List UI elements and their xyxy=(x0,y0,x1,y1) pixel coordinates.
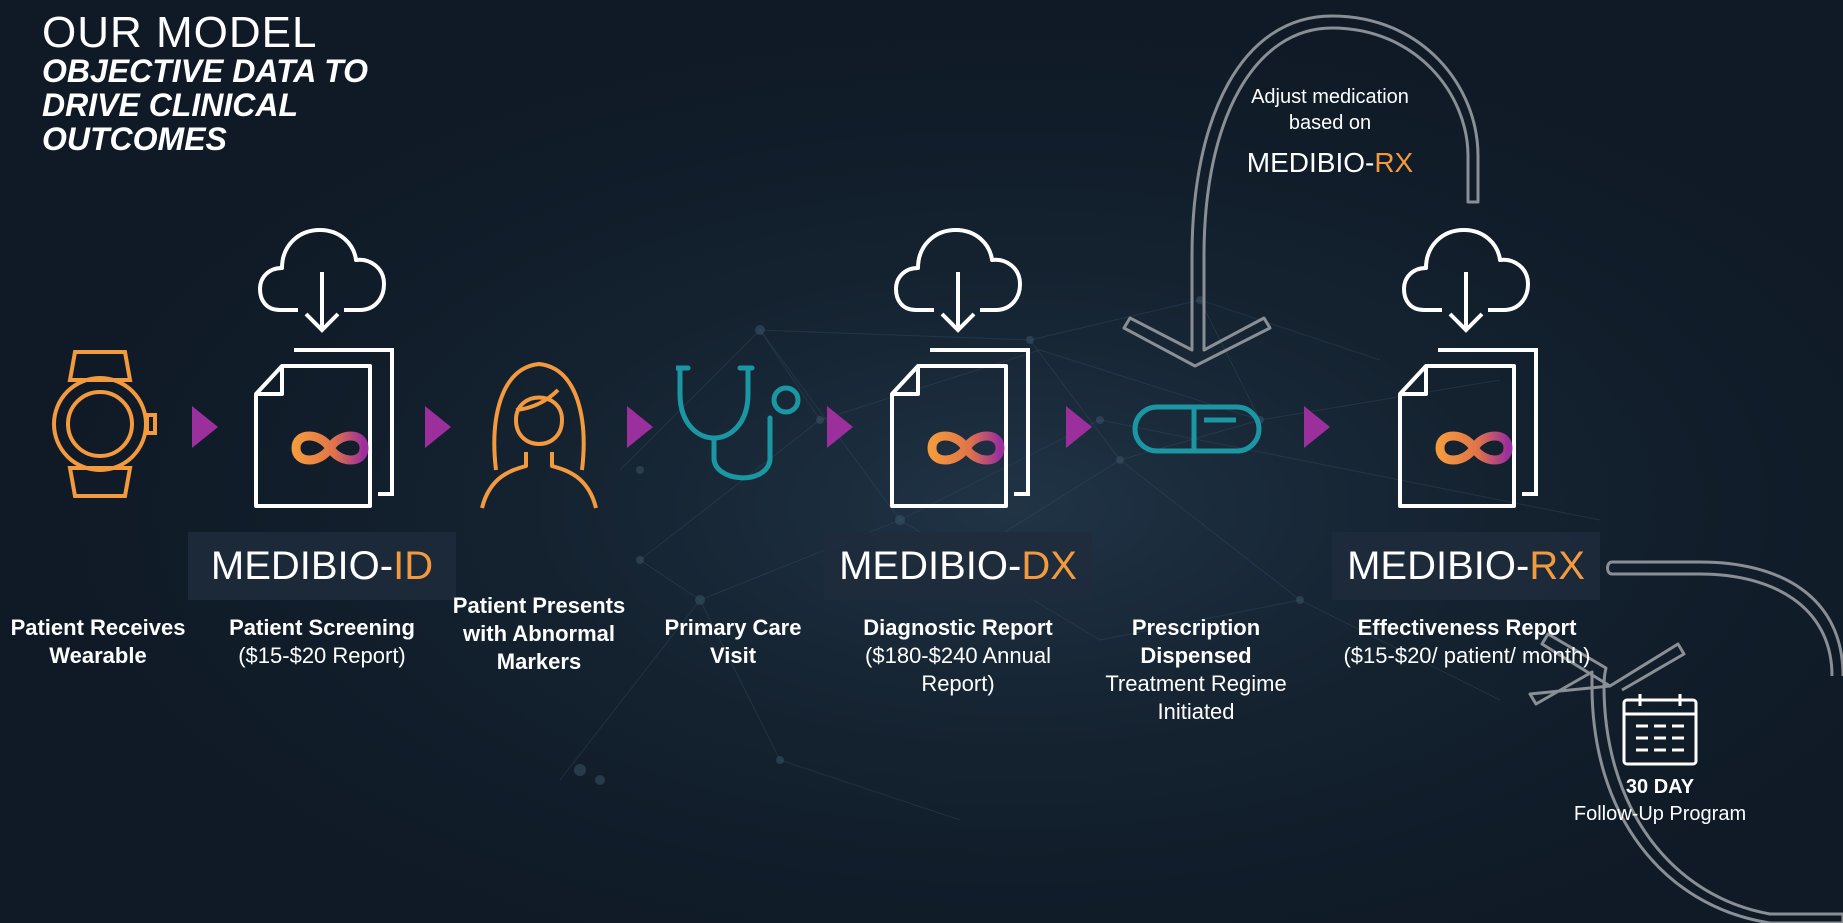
followup-bold: 30 DAY xyxy=(1625,776,1695,798)
step-5-detail: ($180-$240 Annual Report) xyxy=(865,643,1051,696)
product-dx-prefix: MEDIBIO- xyxy=(839,544,1022,588)
adjust-product-suffix: RX xyxy=(1374,147,1414,178)
followup-detail: Follow-Up Program xyxy=(1573,803,1747,825)
product-dx-suffix: DX xyxy=(1021,544,1077,588)
product-rx-suffix: RX xyxy=(1529,544,1585,588)
loop-arrow-top xyxy=(1122,14,1480,368)
step-6-bold: Prescription Dispensed xyxy=(1131,615,1261,668)
play-arrow-icon xyxy=(425,406,451,448)
adjust-product: MEDIBIO-RX xyxy=(1230,146,1430,180)
step-caption-effectiveness: Effectiveness Report ($15-$20/ patient/ … xyxy=(1322,614,1612,670)
step-7-bold: Effectiveness Report xyxy=(1357,615,1577,640)
step-2-detail: ($15-$20 Report) xyxy=(238,643,406,668)
step-5-bold: Diagnostic Report xyxy=(863,615,1053,640)
step-4-bold: Primary Care Visit xyxy=(664,615,802,668)
cloud-download-icon xyxy=(258,228,386,333)
play-arrow-icon xyxy=(192,406,218,448)
loop-arrow-bottom xyxy=(1528,560,1843,923)
step-caption-markers: Patient Presents with Abnormal Markers xyxy=(452,592,626,676)
play-arrow-icon xyxy=(1066,406,1092,448)
step-caption-wearable: Patient Receives Wearable xyxy=(0,614,196,670)
step-6-detail: Treatment Regime Initiated xyxy=(1105,671,1287,724)
cloud-download-icon xyxy=(894,228,1022,333)
product-id-suffix: ID xyxy=(393,544,434,588)
followup-text: 30 DAY Follow-Up Program xyxy=(1550,774,1770,828)
product-rx-prefix: MEDIBIO- xyxy=(1347,544,1530,588)
stethoscope-icon xyxy=(676,365,801,481)
step-caption-screening: Patient Screening ($15-$20 Report) xyxy=(206,614,438,670)
adjust-line-1: Adjust medication xyxy=(1251,86,1409,108)
document-infinity-icon xyxy=(254,348,394,508)
step-7-detail: ($15-$20/ patient/ month) xyxy=(1343,643,1591,668)
document-infinity-icon xyxy=(1398,348,1538,508)
play-arrow-icon xyxy=(827,406,853,448)
step-caption-primary-care: Primary Care Visit xyxy=(650,614,816,670)
page-subtitle: OBJECTIVE DATA TO DRIVE CLINICAL OUTCOME… xyxy=(42,53,368,157)
product-label-id: MEDIBIO-ID xyxy=(188,532,456,600)
cloud-download-icon xyxy=(1402,228,1530,333)
calendar-icon xyxy=(1622,694,1698,766)
page-title: OUR MODEL xyxy=(42,8,318,57)
step-2-bold: Patient Screening xyxy=(229,615,415,640)
document-infinity-icon xyxy=(890,348,1030,508)
step-caption-diagnostic: Diagnostic Report ($180-$240 Annual Repo… xyxy=(848,614,1068,698)
patient-icon xyxy=(480,362,598,509)
product-id-prefix: MEDIBIO- xyxy=(210,544,394,588)
step-1-bold: Patient Receives Wearable xyxy=(10,615,186,668)
adjust-product-prefix: MEDIBIO- xyxy=(1246,147,1375,178)
adjust-text: Adjust medication based on xyxy=(1230,84,1430,136)
product-label-dx: MEDIBIO-DX xyxy=(824,532,1092,600)
play-arrow-icon xyxy=(627,406,653,448)
adjust-line-2: based on xyxy=(1288,112,1372,134)
watch-icon xyxy=(52,350,157,498)
play-arrow-icon xyxy=(1304,406,1330,448)
step-3-bold: Patient Presents with Abnormal Markers xyxy=(452,593,626,674)
pill-icon xyxy=(1132,404,1262,454)
product-label-rx: MEDIBIO-RX xyxy=(1332,532,1600,600)
step-caption-prescription: Prescription Dispensed Treatment Regime … xyxy=(1094,614,1298,726)
